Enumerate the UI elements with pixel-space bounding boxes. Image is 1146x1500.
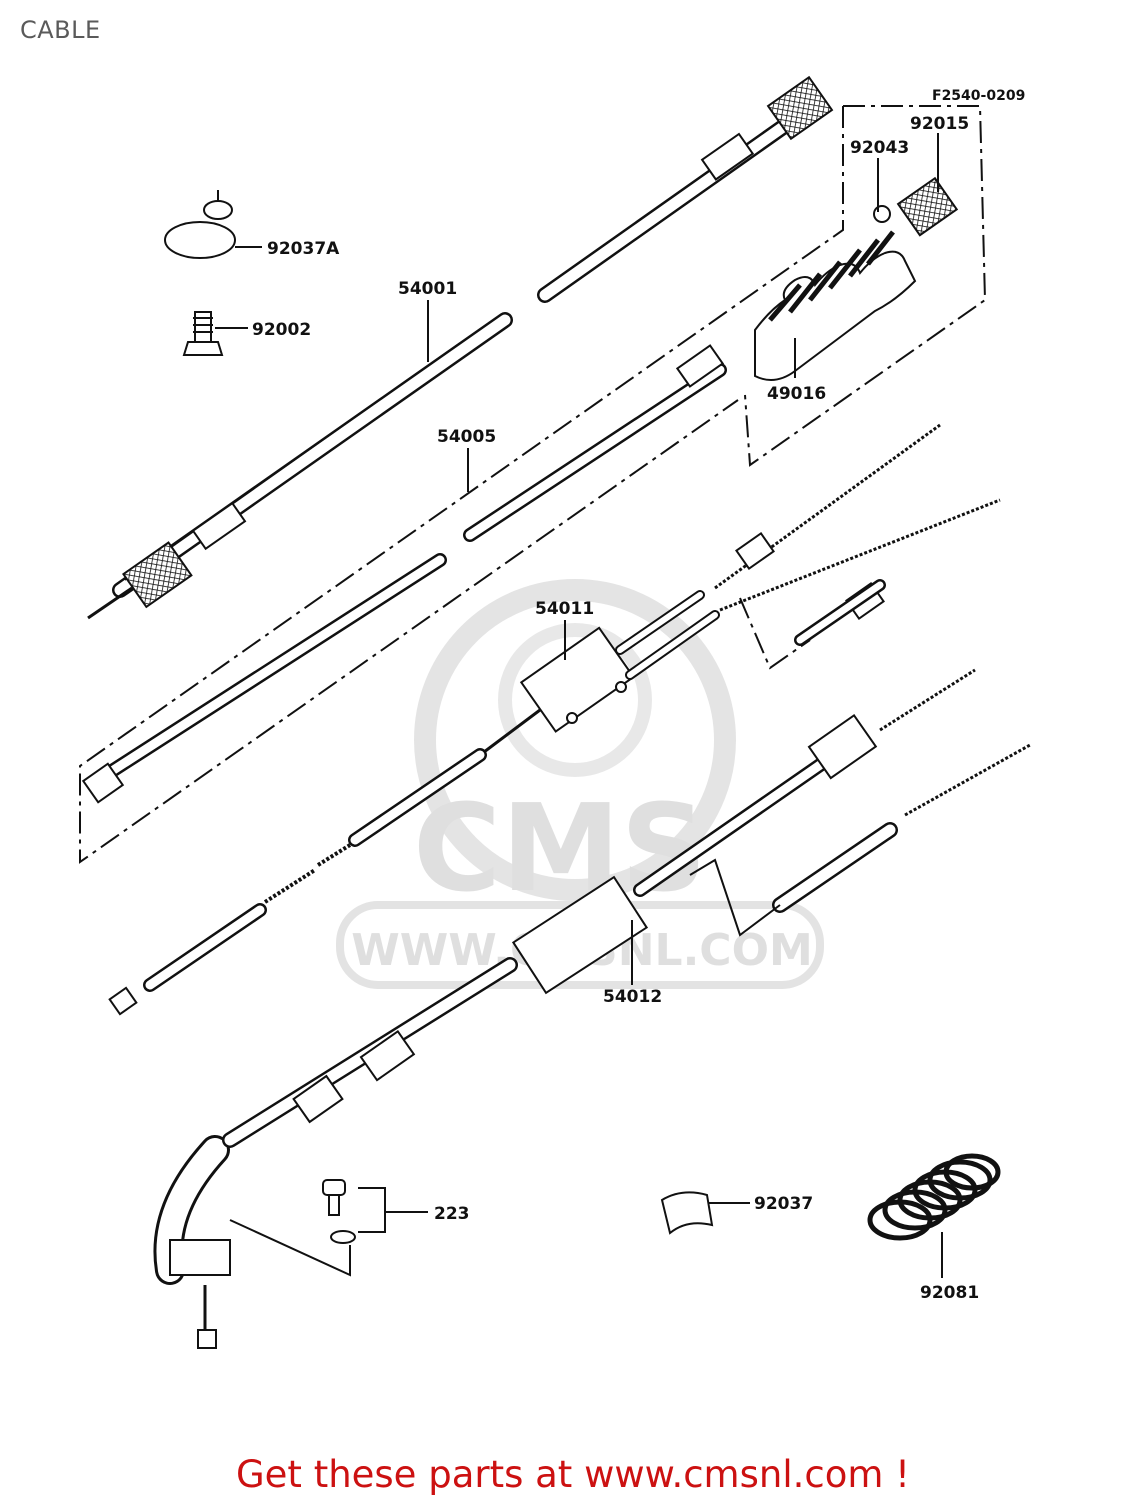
leader-lines bbox=[215, 133, 943, 1278]
footer-promo-text[interactable]: Get these parts at www.cmsnl.com ! bbox=[235, 1453, 910, 1496]
label-54001: 54001 bbox=[398, 279, 457, 299]
label-92037A: 92037A bbox=[267, 239, 340, 259]
page-title: CABLE bbox=[20, 16, 101, 44]
assembly-outline bbox=[79, 105, 987, 864]
label-92015: 92015 bbox=[910, 114, 969, 134]
label-92043: 92043 bbox=[850, 138, 909, 158]
part-labels: F2540-0209 92037A 92002 54001 54005 9204… bbox=[252, 88, 1025, 1303]
hardware bbox=[164, 190, 1001, 1277]
label-223: 223 bbox=[434, 1204, 470, 1224]
label-49016: 49016 bbox=[767, 384, 826, 404]
label-54011: 54011 bbox=[535, 599, 594, 619]
label-92002: 92002 bbox=[252, 320, 311, 340]
speedometer-cable bbox=[87, 75, 834, 620]
reference-code: F2540-0209 bbox=[932, 88, 1025, 104]
watermark-logo-text: CMS bbox=[413, 780, 707, 919]
label-54005: 54005 bbox=[437, 427, 496, 447]
label-54012: 54012 bbox=[603, 987, 662, 1007]
throttle-cable bbox=[108, 423, 1001, 1016]
tacho-cable bbox=[81, 176, 959, 804]
label-92081: 92081 bbox=[920, 1283, 979, 1303]
label-92037: 92037 bbox=[754, 1194, 813, 1214]
parts-diagram: CMS WWW.CMSNL.COM bbox=[79, 75, 1031, 1349]
clutch-cable bbox=[153, 668, 1031, 1349]
